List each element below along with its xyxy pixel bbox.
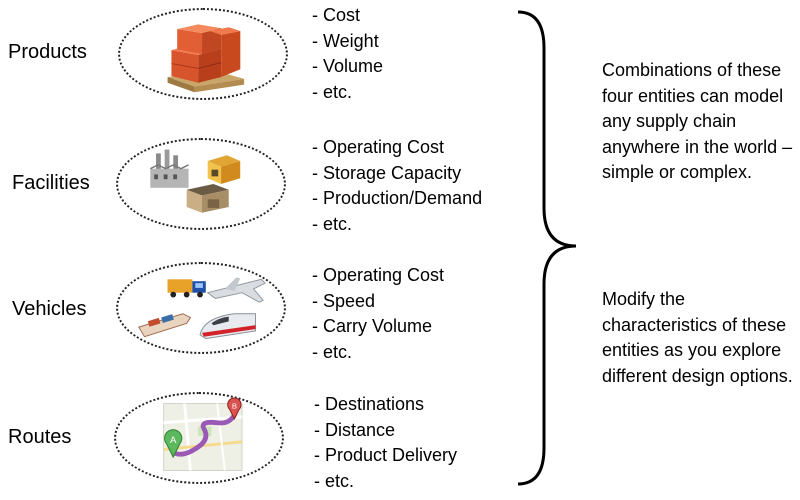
factory-buildings-icon: [149, 149, 241, 213]
products-attributes: - Cost - Weight - Volume - etc.: [312, 3, 383, 105]
vehicles-attributes: - Operating Cost - Speed - Carry Volume …: [312, 263, 444, 365]
attribute-item: - Production/Demand: [312, 188, 483, 209]
facilities-attributes: - Operating Cost - Storage Capacity - Pr…: [312, 135, 482, 237]
curly-bracket: [517, 10, 577, 486]
attribute-item: - Volume: [312, 56, 384, 77]
attribute-item: - Storage Capacity: [312, 162, 462, 183]
vehicles-label: Vehicles: [12, 298, 87, 320]
routes-label: Routes: [8, 426, 72, 448]
transport-vehicles-icon: [138, 277, 266, 340]
vehicles-ellipse: [116, 262, 286, 354]
map-marker-b: B: [232, 401, 237, 410]
modify-note: Modify the characteristics of these enti…: [602, 289, 793, 386]
attribute-item: - Product Delivery: [314, 445, 458, 466]
attribute-item: - Distance: [314, 419, 396, 440]
attribute-item: - etc.: [312, 213, 353, 234]
attribute-item: - Cost: [312, 5, 361, 25]
attribute-item: - etc.: [312, 81, 353, 102]
attribute-item: - Weight: [312, 30, 379, 51]
attribute-item: - Carry Volume: [312, 316, 433, 337]
pallet-boxes-icon: [167, 24, 245, 93]
routes-ellipse: A B: [114, 392, 284, 484]
attribute-item: - Speed: [312, 290, 376, 311]
attribute-item: - Operating Cost: [312, 265, 445, 285]
facilities-label: Facilities: [12, 172, 90, 194]
combinations-note: Combinations of these four entities can …: [602, 60, 793, 183]
facilities-ellipse: [116, 138, 286, 230]
attribute-item: - Destinations: [314, 394, 425, 414]
products-ellipse: [118, 8, 288, 100]
products-label: Products: [8, 41, 87, 63]
map-route-icon: A B: [163, 397, 243, 471]
attribute-item: - etc.: [314, 470, 355, 491]
attribute-item: - Operating Cost: [312, 137, 445, 157]
routes-attributes: - Destinations - Distance - Product Deli…: [314, 392, 457, 494]
attribute-item: - etc.: [312, 341, 353, 362]
map-marker-a: A: [170, 435, 177, 446]
